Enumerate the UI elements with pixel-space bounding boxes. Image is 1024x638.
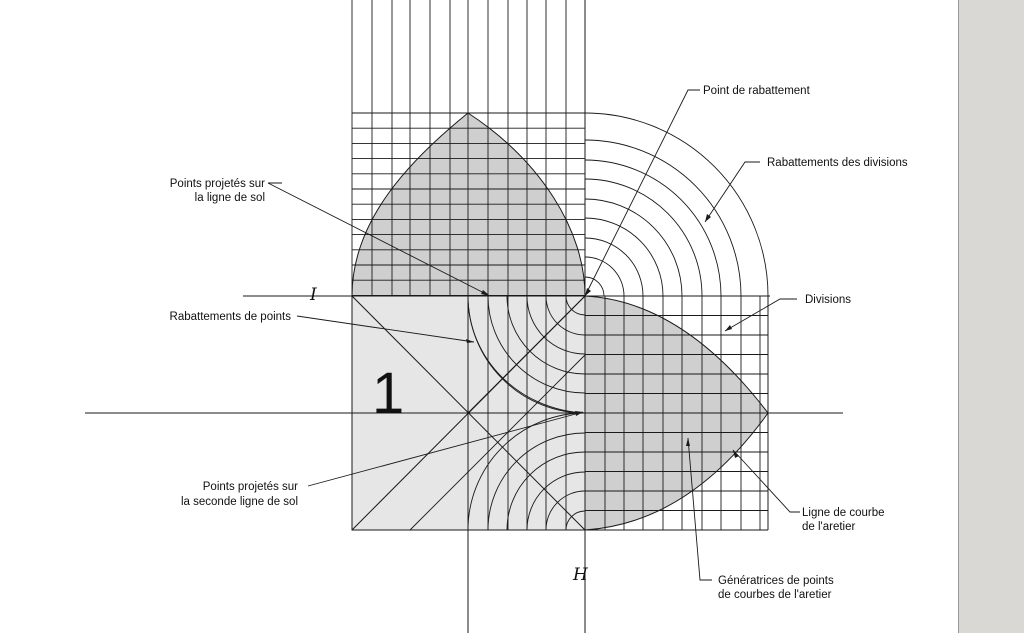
division-arc (584, 178, 703, 297)
second-line-mark: H (572, 565, 589, 585)
geometry-drawing: 1 I H Point de rabattement Rabattements … (85, 0, 908, 633)
rabattement-main-arc (467, 295, 586, 414)
diagonal-line-4 (409, 354, 586, 531)
label-rabattements-des-divisions: Rabattements des divisions (767, 157, 908, 169)
label-generatrices-line2: de courbes de l'aretier (718, 589, 832, 601)
diagonal-line-3 (467, 295, 586, 414)
ground-line-mark: I (309, 285, 317, 305)
division-arc (584, 159, 722, 297)
label-generatrices-line1: Génératrices de points (718, 575, 834, 587)
label-ligne-courbe-line2: de l'aretier (802, 521, 856, 533)
side-panel (958, 0, 1024, 633)
leader-lines (267, 89, 800, 581)
label-points-projetes-seconde-line1: Points projetés sur (203, 481, 298, 493)
label-rabattements-de-points: Rabattements de points (170, 311, 292, 323)
label-ligne-courbe-line1: Ligne de courbe (802, 507, 884, 519)
division-arc (584, 112, 769, 297)
label-points-projetes-line2: la ligne de sol (195, 192, 265, 204)
division-arc (584, 256, 625, 297)
label-divisions: Divisions (805, 294, 851, 306)
division-arc (584, 217, 664, 297)
division-arc (584, 237, 644, 297)
arrowheads (466, 214, 739, 458)
division-arc (584, 139, 742, 297)
division-arc (584, 198, 683, 297)
panel-number: 1 (372, 361, 404, 426)
division-grid (351, 0, 769, 531)
label-points-projetes-line1: Points projetés sur (170, 178, 265, 190)
label-point-de-rabattement: Point de rabattement (703, 85, 811, 97)
label-points-projetes-seconde-line2: la seconde ligne de sol (181, 496, 298, 508)
division-arc (584, 276, 605, 297)
